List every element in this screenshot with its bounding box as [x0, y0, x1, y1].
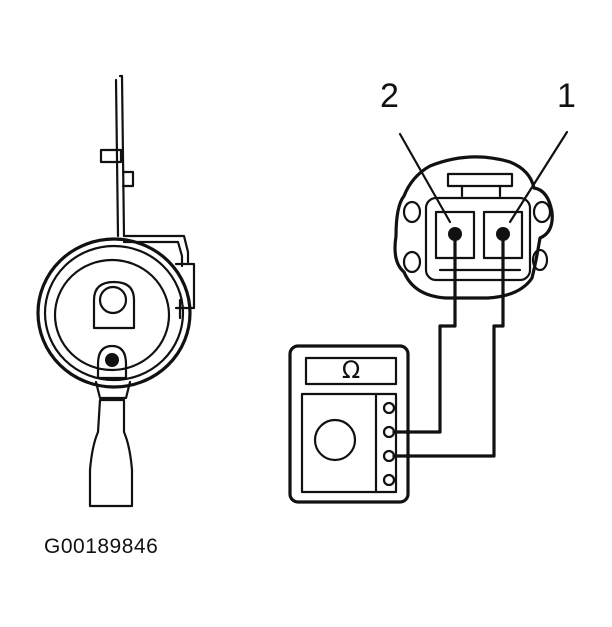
test-lead-terminal-1	[392, 234, 505, 458]
float-tube	[88, 398, 134, 508]
connector-cavity	[424, 196, 532, 282]
test-lead-terminal-2	[392, 234, 457, 434]
meter-panel	[300, 392, 398, 494]
connector-ear-right-lower	[531, 248, 549, 272]
connector-ear-right	[532, 200, 552, 224]
sender-arm-rod-inner	[114, 78, 120, 238]
sender-neck	[94, 380, 132, 400]
connector-body	[393, 155, 554, 300]
meter-jack-1[interactable]	[382, 401, 396, 415]
figure-id: G00189846	[44, 535, 159, 558]
sender-housing-inner	[53, 258, 171, 372]
pivot-hole	[98, 285, 128, 315]
ohm-symbol: Ω	[342, 356, 360, 384]
sender-unit	[36, 74, 196, 508]
slider-contact	[105, 353, 119, 367]
sender-wire-b	[122, 240, 184, 268]
slider-eyelet	[96, 344, 128, 380]
connector-ear-left	[402, 200, 422, 224]
pivot-plate	[92, 280, 136, 330]
sender-wire-a	[122, 234, 190, 264]
bracket-tab-lower	[121, 170, 135, 188]
connector-lock-tab	[446, 172, 514, 188]
meter-casing	[288, 344, 410, 504]
terminal-2-pin	[448, 227, 462, 241]
sender-terminal-block	[174, 262, 196, 310]
meter-display	[304, 356, 398, 386]
harness-connector	[393, 155, 554, 300]
leader-line-terminal-1	[508, 130, 569, 224]
ohmmeter: Ω	[288, 344, 410, 504]
sender-housing-rim	[43, 244, 185, 382]
meter-jack-4[interactable]	[382, 473, 396, 487]
selector-dial[interactable]	[313, 418, 357, 462]
terminal-1-pin	[496, 227, 510, 241]
bracket-tab-upper	[99, 148, 123, 164]
terminal-1-label: 1	[557, 77, 576, 115]
connector-lock-ribs	[460, 184, 502, 198]
terminal-2-label: 2	[380, 77, 399, 115]
sender-arm-rod	[118, 74, 126, 238]
sender-housing-outer	[36, 237, 192, 389]
leader-line-terminal-2	[398, 132, 452, 224]
connector-ear-left-lower	[402, 250, 422, 274]
